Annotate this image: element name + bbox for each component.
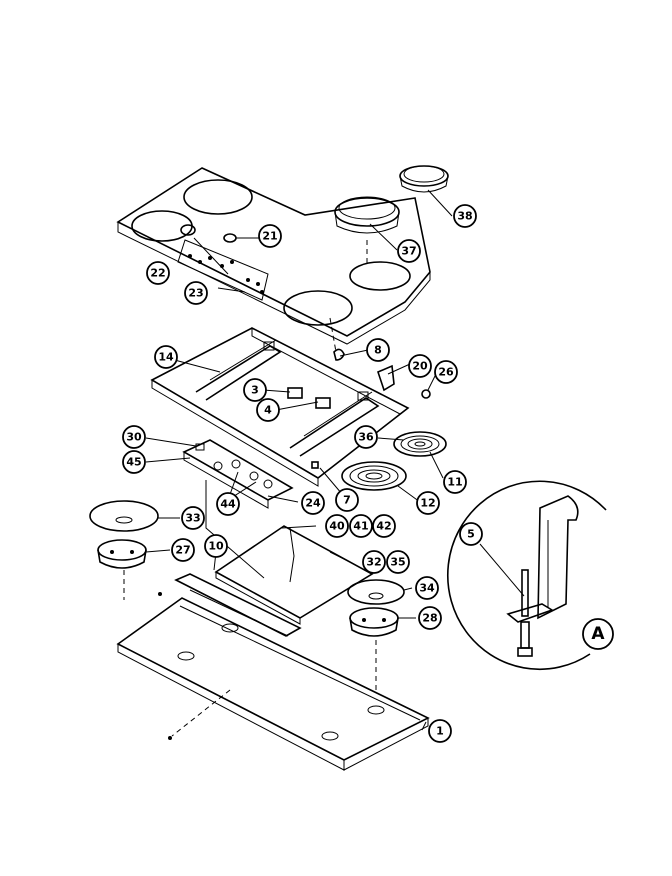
part-26-nut [421,389,431,399]
callout-14: 14 [154,345,178,369]
burner-ring-37 [334,196,400,234]
svg-text:44: 44 [220,498,236,511]
callout-37: 37 [397,239,421,263]
bottom-pan [116,597,430,771]
svg-text:42: 42 [376,520,391,533]
part-20-bracket [377,364,395,392]
svg-text:7: 7 [343,494,351,507]
callout-44: 44 [216,492,240,516]
callout-34: 34 [415,576,439,600]
callout-40: 40 [325,514,349,538]
svg-text:4: 4 [264,404,272,417]
callout-28: 28 [418,606,442,630]
callout-21: 21 [258,224,282,248]
svg-text:28: 28 [422,612,437,625]
svg-text:40: 40 [329,520,345,533]
callout-5: 5 [459,522,483,546]
svg-text:27: 27 [175,544,190,557]
burner-cap-34 [347,579,405,605]
burner-ring-38 [399,165,449,193]
surface-unit-11 [393,431,447,457]
callout-4: 4 [256,398,280,422]
svg-text:30: 30 [126,431,142,444]
svg-text:33: 33 [185,512,200,525]
callout-11: 11 [443,470,467,494]
svg-text:37: 37 [401,245,416,258]
svg-text:45: 45 [126,456,141,469]
callout-12: 12 [416,491,440,515]
callout-27: 27 [171,538,195,562]
svg-text:22: 22 [150,267,165,280]
callout-24: 24 [301,491,325,515]
svg-text:36: 36 [358,431,374,444]
callout-1: 1 [428,719,452,743]
svg-text:38: 38 [457,210,472,223]
svg-text:21: 21 [262,230,277,243]
control-bracket [182,439,294,509]
callout-32: 32 [362,550,386,574]
burner-base-28 [349,607,399,637]
part-8 [333,348,345,361]
callout-26: 26 [434,360,458,384]
callout-10: 10 [204,534,228,558]
callout-42: 42 [372,514,396,538]
burner-cap-33 [89,500,159,532]
surface-unit-12 [341,461,407,491]
part-7 [311,461,319,469]
callout-38: 38 [453,204,477,228]
svg-text:24: 24 [305,497,321,510]
callout-45: 45 [122,450,146,474]
callout-detail-a: A [582,618,614,650]
svg-text:8: 8 [374,344,382,357]
callout-20: 20 [408,354,432,378]
burner-base-27 [97,539,147,569]
svg-text:23: 23 [188,287,203,300]
main-frame [150,327,410,487]
leader-lines [145,189,525,731]
wire-harness [205,480,265,579]
cooktop-top-panel [116,167,431,345]
svg-text:20: 20 [412,360,428,373]
svg-text:14: 14 [158,351,174,364]
callout-3: 3 [243,378,267,402]
callout-35: 35 [386,550,410,574]
svg-text:34: 34 [419,582,435,595]
spill-tray [214,525,374,619]
callout-22: 22 [146,261,170,285]
svg-text:32: 32 [366,556,381,569]
callout-36: 36 [354,425,378,449]
svg-text:A: A [591,624,605,644]
svg-text:3: 3 [251,384,259,397]
svg-text:1: 1 [436,725,444,738]
svg-text:26: 26 [438,366,454,379]
svg-text:12: 12 [420,497,435,510]
detail-a [446,480,607,671]
svg-text:11: 11 [447,476,462,489]
callout-33: 33 [181,506,205,530]
callout-8: 8 [366,338,390,362]
part-4 [315,397,331,409]
callout-7: 7 [335,488,359,512]
callout-30: 30 [122,425,146,449]
svg-text:35: 35 [390,556,405,569]
callout-23: 23 [184,281,208,305]
svg-text:5: 5 [467,528,475,541]
callout-41: 41 [349,514,373,538]
part-3 [287,387,303,399]
svg-text:41: 41 [353,520,368,533]
svg-text:10: 10 [208,540,224,553]
